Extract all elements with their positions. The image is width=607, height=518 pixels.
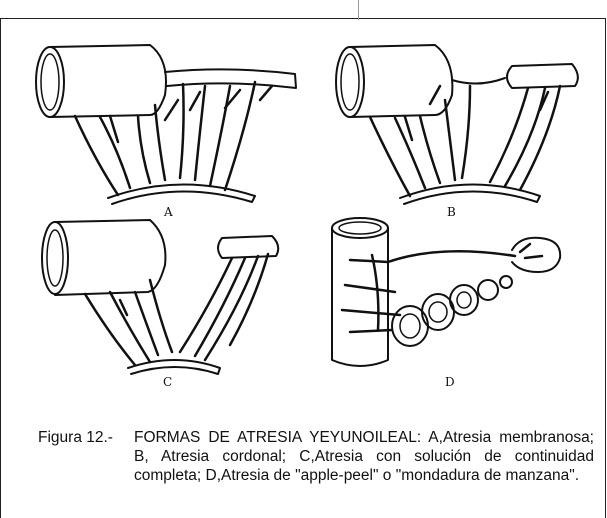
panel-label-c: C	[163, 375, 172, 389]
panel-a-proximal-bowel	[50, 45, 166, 117]
panel-b-fibrous-cord	[452, 78, 505, 84]
panel-d-drawing	[332, 218, 560, 366]
panel-c-distal-bowel	[218, 236, 278, 258]
caption-text: FORMAS DE ATRESIA YEYUNOILEAL: A,Atresia…	[134, 428, 594, 485]
panel-b-distal-bowel	[507, 64, 578, 88]
panel-d-spiral	[392, 276, 512, 346]
panel-label-a: A	[164, 205, 173, 219]
panel-a-proximal-lumen	[36, 47, 64, 117]
panel-c-proximal-bowel	[55, 220, 165, 295]
panel-b-drawing	[336, 45, 578, 204]
panel-d-proximal-bowel	[332, 228, 388, 366]
panel-c-mesentery	[128, 360, 220, 374]
panel-c-drawing	[42, 220, 278, 374]
panel-d-distal-blind-end	[512, 238, 560, 272]
panel-a-drawing	[36, 45, 296, 204]
panel-b-proximal-bowel	[350, 45, 452, 117]
panel-c-proximal-lumen	[42, 222, 68, 294]
caption-figure-number: Figura 12.-	[38, 428, 113, 447]
panel-label-d: D	[445, 375, 455, 389]
panel-label-b: B	[447, 205, 456, 219]
panel-d-proximal-lumen	[332, 218, 388, 238]
panel-b-mesentery	[400, 184, 540, 204]
panel-b-proximal-lumen	[336, 47, 364, 117]
panel-d-marginal-artery	[388, 251, 515, 262]
